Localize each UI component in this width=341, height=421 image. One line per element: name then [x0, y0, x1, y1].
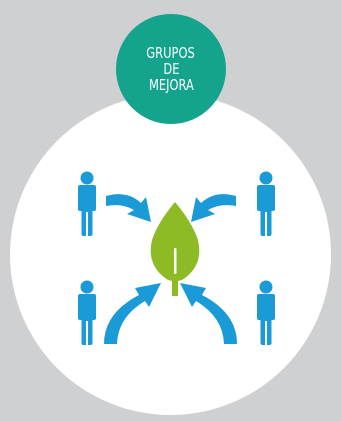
title-line-1: GRUPOS: [146, 44, 196, 62]
person-icon: [78, 280, 96, 345]
title-line-2: DE: [162, 60, 180, 78]
curved-arrow-icon: [191, 194, 236, 222]
curved-arrow-icon: [106, 194, 151, 222]
person-icon: [257, 171, 275, 236]
title-line-3: MEJORA: [148, 76, 194, 94]
title-badge: GRUPOS DE MEJORA: [116, 14, 226, 124]
person-icon: [257, 280, 275, 345]
curved-arrow-icon: [104, 283, 161, 344]
leaf-icon: [150, 202, 200, 296]
person-icon: [78, 171, 96, 236]
curved-arrow-icon: [180, 283, 237, 344]
